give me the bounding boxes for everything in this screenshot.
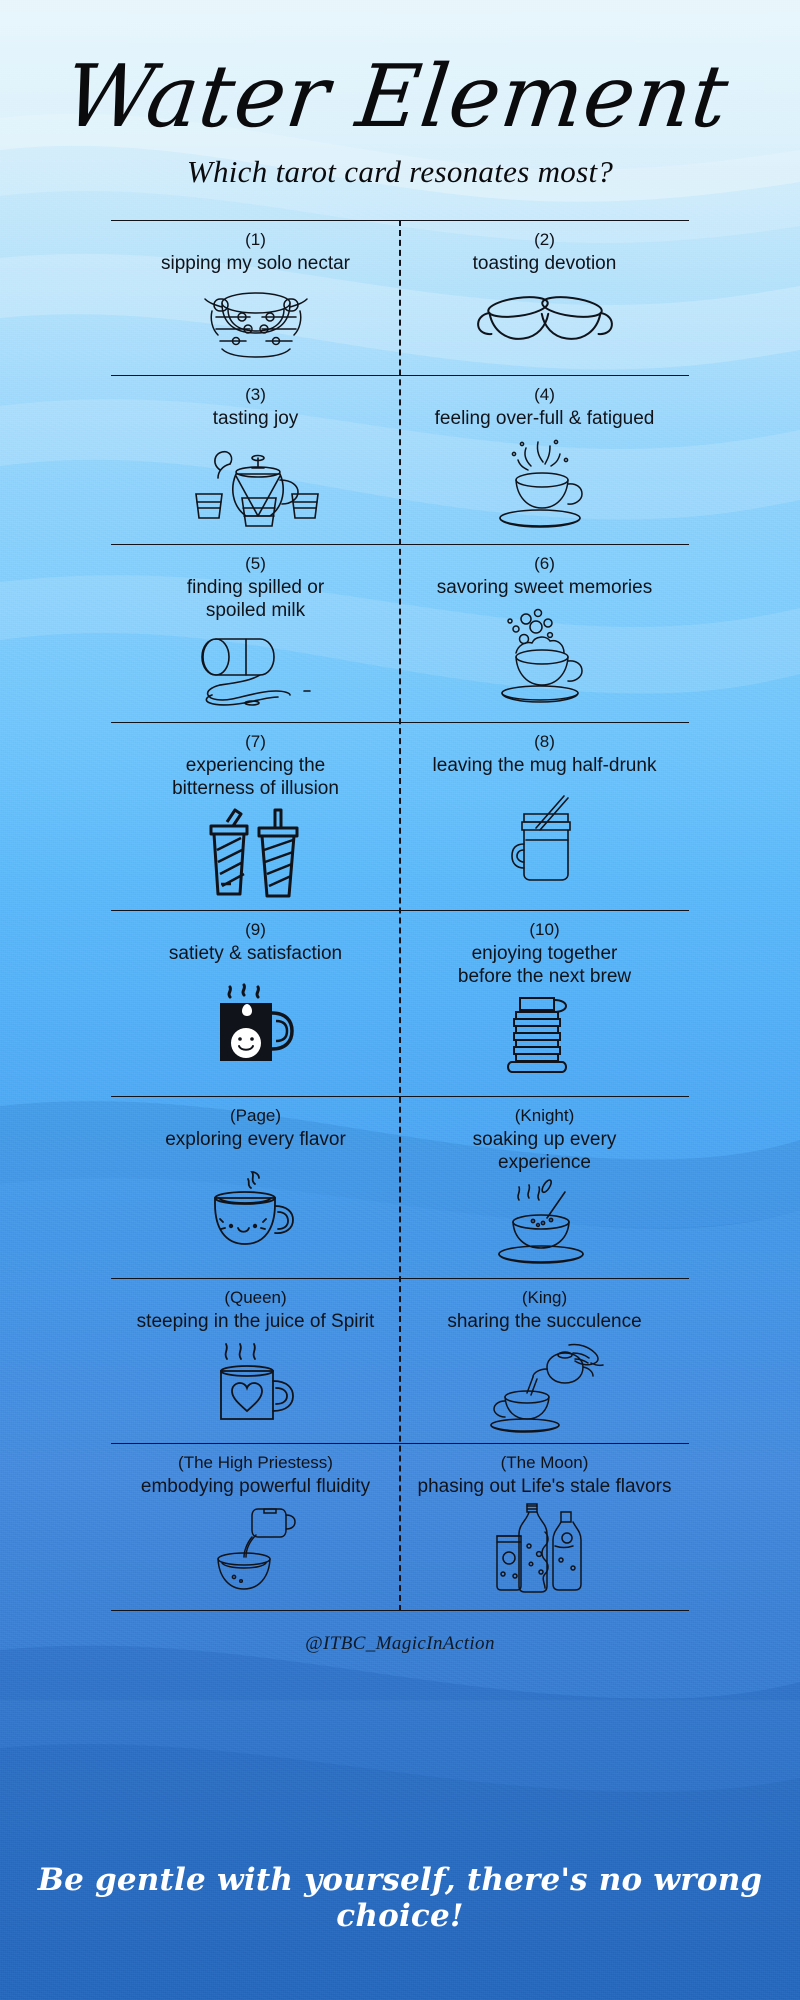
card-phrase: embodying powerful fluidity (140, 1475, 371, 1497)
page-subtitle: Which tarot card resonates most? (186, 154, 614, 189)
card-phrase: exploring every flavor (165, 1128, 346, 1150)
card-rank: (Page) (229, 1106, 282, 1126)
card-rank: (7) (245, 731, 266, 751)
table-row: (3) tasting joy (111, 374, 689, 544)
column-divider (399, 220, 401, 1611)
filled-smiling-mug-icon (200, 969, 312, 1086)
card-cell-2[interactable]: (2) toasting devotion (400, 221, 689, 375)
card-cell-high-priestess[interactable]: (The High Priestess) embodying powerful … (111, 1444, 400, 1610)
card-cell-1[interactable]: (1) sipping my solo nectar (111, 221, 400, 375)
card-cell-6[interactable]: (6) savoring sweet memories (400, 545, 689, 722)
card-rank: (4) (534, 384, 555, 404)
kawaii-smiling-mug-icon (193, 1155, 319, 1268)
two-clinking-cups-icon (470, 279, 620, 365)
mason-jar-with-straw-icon (490, 781, 600, 900)
card-phrase: satiety & satisfaction (168, 942, 343, 964)
card-rank: (5) (245, 553, 266, 573)
card-rank: (3) (245, 384, 266, 404)
table-row: (Queen) steeping in the juice of Spirit … (111, 1278, 689, 1443)
card-cell-8[interactable]: (8) leaving the mug half-drunk (400, 723, 689, 910)
hand-pouring-teapot-icon (475, 1337, 615, 1433)
spilled-milk-carton-icon (176, 626, 336, 712)
card-cell-page[interactable]: (Page) exploring every flavor (111, 1097, 400, 1278)
steaming-bowl-with-spoon-icon (485, 1178, 605, 1268)
card-rank: (Knight) (514, 1106, 575, 1126)
stacked-cups-and-saucers-icon (490, 992, 600, 1086)
card-rank: (6) (534, 553, 555, 573)
overflowing-splashing-cup-icon (480, 434, 610, 534)
card-cell-the-moon[interactable]: (The Moon) phasing out Life's stale flav… (400, 1444, 689, 1610)
card-rank: (8) (534, 731, 555, 751)
pouring-jug-into-bowl-icon (196, 1502, 316, 1600)
card-phrase: leaving the mug half-drunk (432, 754, 657, 776)
card-phrase: sharing the succulence (447, 1310, 642, 1332)
credit-handle: @ITBC_MagicInAction (305, 1632, 495, 1654)
card-phrase: tasting joy (212, 407, 299, 429)
card-cell-king[interactable]: (King) sharing the succulence (400, 1279, 689, 1443)
card-cell-queen[interactable]: (Queen) steeping in the juice of Spirit (111, 1279, 400, 1443)
frothy-bowl-with-bubbles-icon (480, 603, 610, 712)
card-cell-3[interactable]: (3) tasting joy (111, 376, 400, 544)
closing-message: Be gentle with yourself, there's no wron… (37, 1862, 763, 1934)
card-phrase: savoring sweet memories (436, 576, 653, 598)
card-rank: (The High Priestess) (178, 1453, 333, 1473)
heart-mug-with-steam-icon (197, 1337, 315, 1433)
card-cell-4[interactable]: (4) feeling over-full & fatigued (400, 376, 689, 544)
card-rank: (10) (529, 919, 560, 939)
card-phrase: feeling over-full & fatigued (434, 407, 655, 429)
card-rank: (Queen) (224, 1288, 287, 1308)
card-cell-9[interactable]: (9) satiety & satisfaction (111, 911, 400, 1096)
table-row: (The High Priestess) embodying powerful … (111, 1443, 689, 1611)
card-rank: (The Moon) (500, 1453, 589, 1473)
teapot-with-three-cups-icon (176, 434, 336, 534)
bottles-and-jars-icon (483, 1502, 607, 1600)
table-row: (1) sipping my solo nectar (111, 220, 689, 375)
card-phrase: phasing out Life's stale flavors (417, 1475, 672, 1497)
card-rank: (1) (245, 230, 266, 249)
hands-holding-bowl-icon (186, 279, 326, 365)
page-title: Water Element (59, 47, 735, 147)
card-phrase: sipping my solo nectar (160, 252, 351, 274)
card-rank: (9) (245, 919, 266, 939)
two-straw-cups-icon (201, 804, 311, 900)
card-rank: (2) (534, 230, 555, 249)
card-phrase: toasting devotion (472, 252, 617, 274)
card-rank: (King) (521, 1288, 568, 1308)
tarot-card-grid: (1) sipping my solo nectar (111, 220, 689, 1611)
card-phrase: steeping in the juice of Spirit (136, 1310, 375, 1332)
